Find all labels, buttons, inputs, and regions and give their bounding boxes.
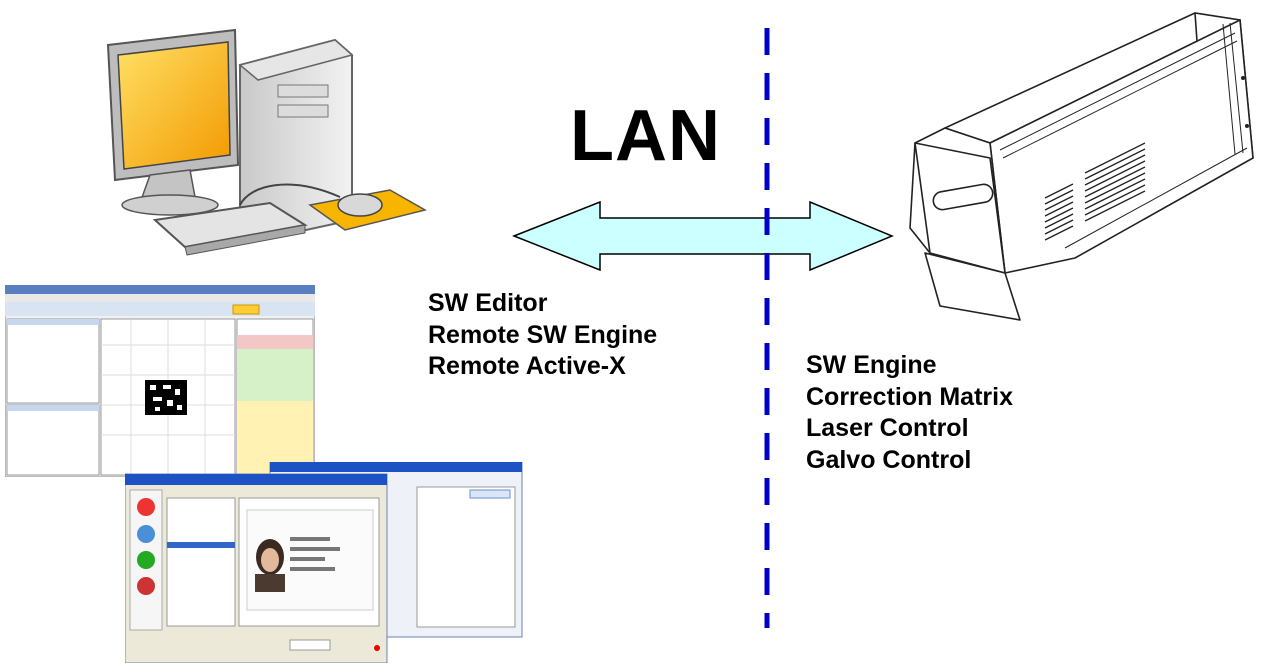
dashed-divider <box>764 28 770 628</box>
lan-label: LAN <box>570 96 721 176</box>
device-feature-list: SW Engine Correction Matrix Laser Contro… <box>806 350 1013 476</box>
device-feature-item: Laser Control <box>806 414 969 442</box>
desktop-computer-icon <box>106 28 427 256</box>
engine-screenshot-thumbnail <box>125 462 523 663</box>
device-feature-item: Galvo Control <box>806 445 972 474</box>
device-feature-item: SW Engine <box>806 351 937 379</box>
client-feature-list: SW Editor Remote SW Engine Remote Active… <box>428 288 657 383</box>
device-feature-item: Correction Matrix <box>806 382 1013 411</box>
client-feature-item: Remote Active-X <box>428 352 626 380</box>
editor-screenshot-thumbnail <box>5 285 315 477</box>
client-feature-item: SW Editor <box>428 289 548 317</box>
laser-marking-head-icon <box>909 12 1254 321</box>
bidirectional-arrow <box>512 200 894 272</box>
client-feature-item: Remote SW Engine <box>428 320 658 349</box>
